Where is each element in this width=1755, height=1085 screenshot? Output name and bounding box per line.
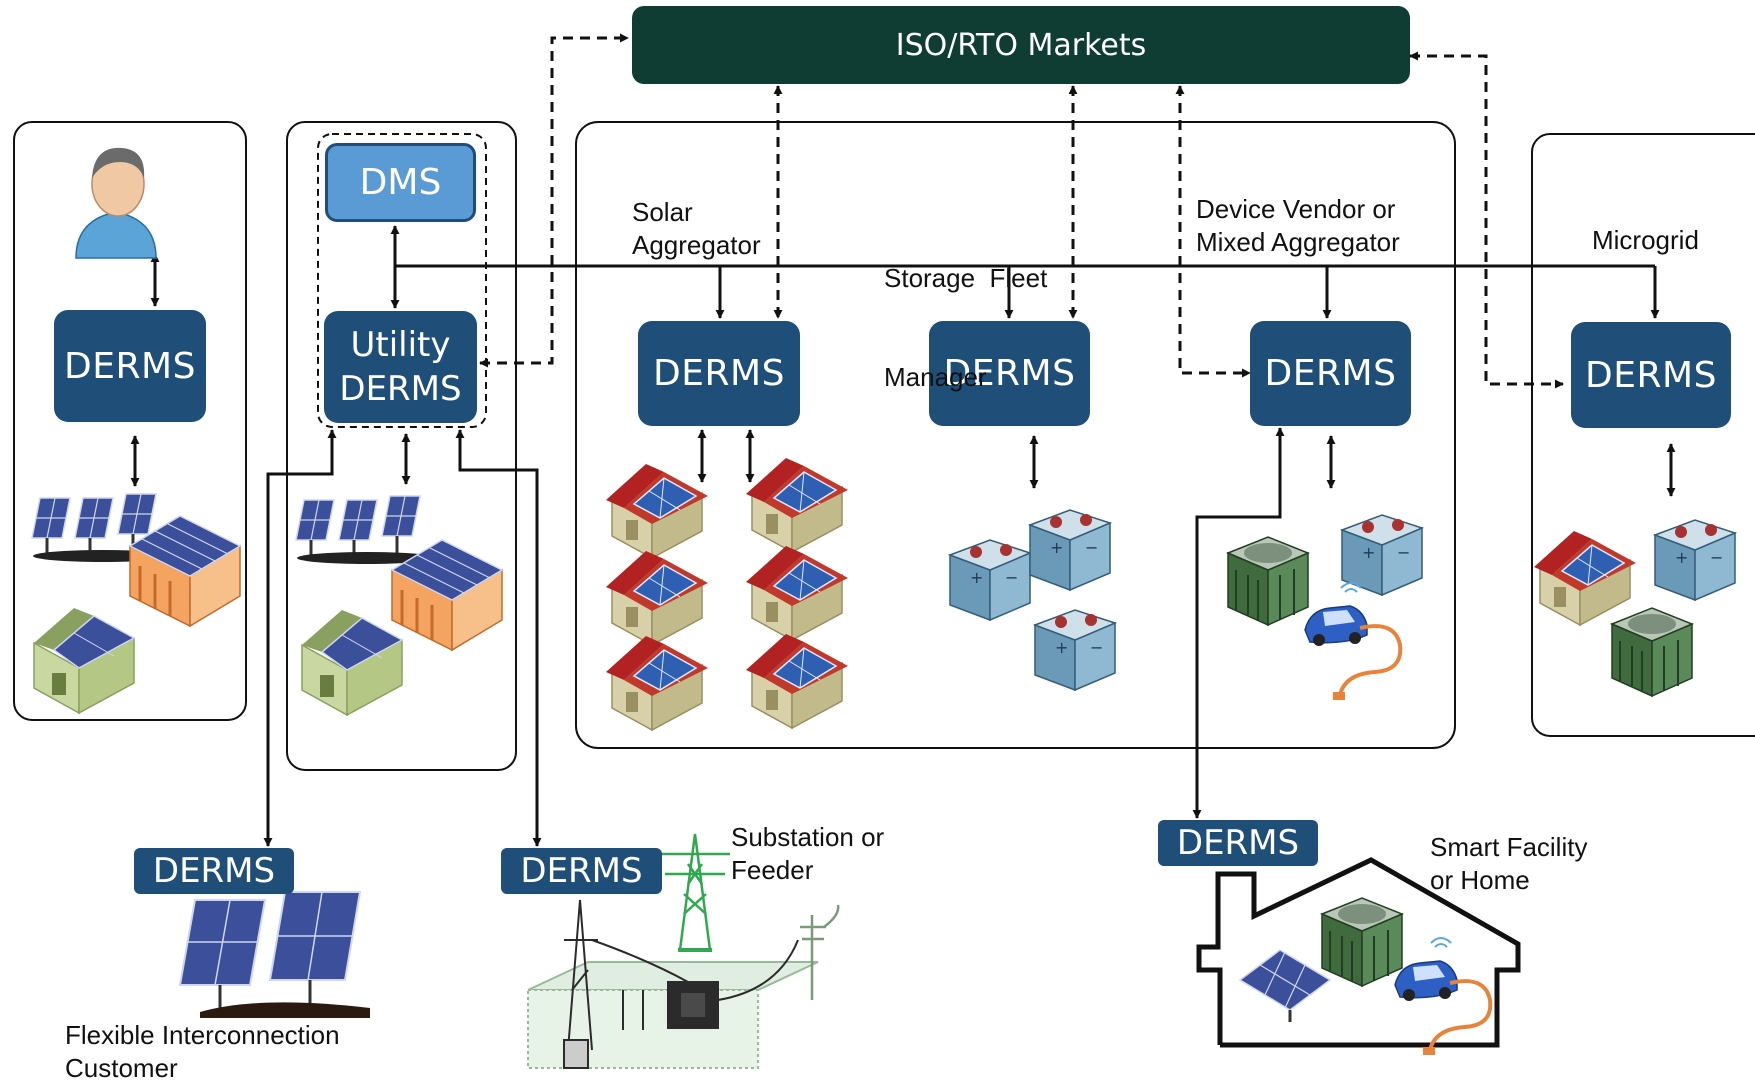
derms-substation-label: DERMS <box>520 851 643 891</box>
solar-panel-icon <box>296 496 437 564</box>
derms-substation-box: DERMS <box>501 848 662 894</box>
utility-pole-icon <box>800 904 840 1000</box>
derms-device-vendor-box: DERMS <box>1250 321 1411 426</box>
derms-microgrid-label: DERMS <box>1585 354 1717 396</box>
solar-house-icon <box>745 633 849 729</box>
solar-house-icon <box>33 607 135 714</box>
solar-house-icon <box>745 545 849 641</box>
solar-house-icon <box>301 609 403 716</box>
electric-vehicle-icon <box>1393 936 1493 1057</box>
solar-panel-icon <box>1238 949 1332 1022</box>
derms-smart-home-label: DERMS <box>1176 823 1300 863</box>
utility-derms-box: Utility DERMS <box>324 311 477 423</box>
derms-flexible-interconnection-box: DERMS <box>134 848 294 894</box>
market-dashed-lines <box>479 33 1564 389</box>
battery-icon <box>1654 519 1736 601</box>
battery-icon <box>949 539 1031 621</box>
derms-microgrid-box: DERMS <box>1571 322 1731 428</box>
solar-house-icon <box>745 457 849 553</box>
derms-smart-home-box: DERMS <box>1158 820 1318 866</box>
person-icon <box>75 147 157 259</box>
iso-rto-markets-label: ISO/RTO Markets <box>895 27 1147 63</box>
derms-customer-box: DERMS <box>54 310 206 422</box>
smart-facility-label: Smart Facility or Home <box>1430 832 1588 896</box>
aggregators-group-box <box>575 121 1456 749</box>
utility-derms-label-line1: Utility <box>350 324 451 365</box>
substation-feeder-label: Substation or Feeder <box>731 822 885 886</box>
battery-icon <box>1034 609 1116 691</box>
solar-house-icon <box>605 635 709 731</box>
microgrid-group-box <box>1531 133 1755 737</box>
solar-panel-icon <box>178 891 370 1018</box>
utility-derms-label-line2: DERMS <box>339 369 462 409</box>
solar-house-icon <box>1533 530 1637 626</box>
house-outline-icon <box>1196 857 1521 1048</box>
derms-storage-fleet-box: DERMS <box>929 321 1090 426</box>
derms-device-vendor-label: DERMS <box>1264 353 1397 394</box>
hvac-unit-icon <box>1321 897 1403 987</box>
flexible-interconnection-label: Flexible Interconnection Customer <box>65 1020 340 1084</box>
iso-rto-markets-box: ISO/RTO Markets <box>632 6 1410 84</box>
hvac-unit-icon <box>1227 536 1309 626</box>
dms-label: DMS <box>359 162 442 203</box>
customer-group-box <box>13 121 247 721</box>
dms-box: DMS <box>325 143 476 222</box>
solar-aggregator-label: Solar Aggregator <box>632 197 761 261</box>
battery-icon <box>1029 509 1111 591</box>
microgrid-label: Microgrid <box>1592 225 1699 255</box>
derms-flexible-interconnection-label: DERMS <box>152 851 276 891</box>
electric-vehicle-icon <box>1303 581 1403 702</box>
storage-fleet-manager-label: Storage Fleet Manager <box>884 263 1048 393</box>
substation-icon <box>527 899 819 1069</box>
device-vendor-label: Device Vendor or Mixed Aggregator <box>1196 194 1400 258</box>
derms-customer-label: DERMS <box>64 345 196 387</box>
derms-storage-fleet-label: DERMS <box>943 353 1076 394</box>
derms-solar-aggregator-box: DERMS <box>638 321 800 426</box>
solar-house-icon <box>605 463 709 559</box>
hvac-unit-icon <box>1611 607 1693 697</box>
solar-house-icon <box>605 550 709 646</box>
transmission-tower-icon <box>660 833 730 952</box>
derms-solar-aggregator-label: DERMS <box>653 353 785 394</box>
